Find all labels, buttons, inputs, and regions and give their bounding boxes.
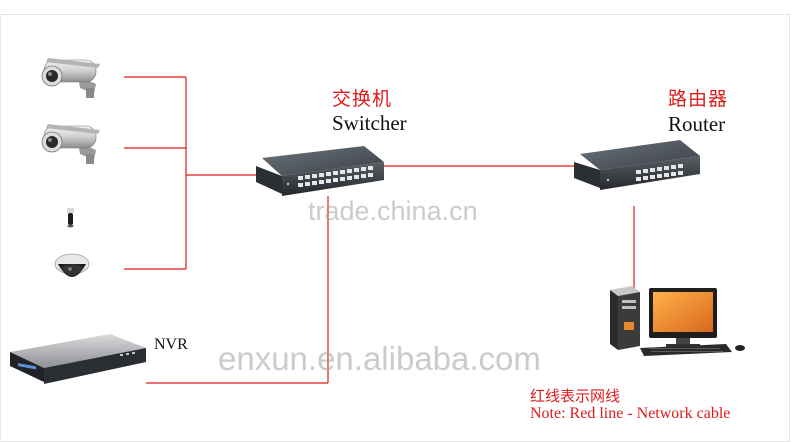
network-switch-icon bbox=[256, 146, 384, 196]
nvr-label: NVR bbox=[154, 336, 188, 353]
nvr-recorder-icon bbox=[10, 334, 146, 384]
router-icon bbox=[574, 140, 700, 190]
bullet-camera-icon bbox=[41, 124, 100, 164]
network-cables bbox=[124, 76, 635, 384]
desktop-computer-icon bbox=[610, 286, 745, 356]
switcher-label-cn: 交换机 bbox=[332, 89, 393, 110]
watermark-trade-china: trade.china.cn bbox=[308, 196, 478, 226]
router-label-cn: 路由器 bbox=[668, 89, 729, 110]
router-label-en: Router bbox=[668, 112, 726, 136]
dome-camera-icon bbox=[67, 208, 74, 228]
watermark-enxun-alibaba: enxun.en.alibaba.com bbox=[218, 340, 541, 377]
dome-camera-icon bbox=[54, 253, 90, 277]
bullet-camera-icon bbox=[41, 58, 100, 98]
switcher-label-en: Switcher bbox=[332, 111, 407, 135]
note-label-cn: 红线表示网线 bbox=[530, 389, 621, 405]
note-label-en: Note: Red line - Network cable bbox=[530, 405, 731, 422]
